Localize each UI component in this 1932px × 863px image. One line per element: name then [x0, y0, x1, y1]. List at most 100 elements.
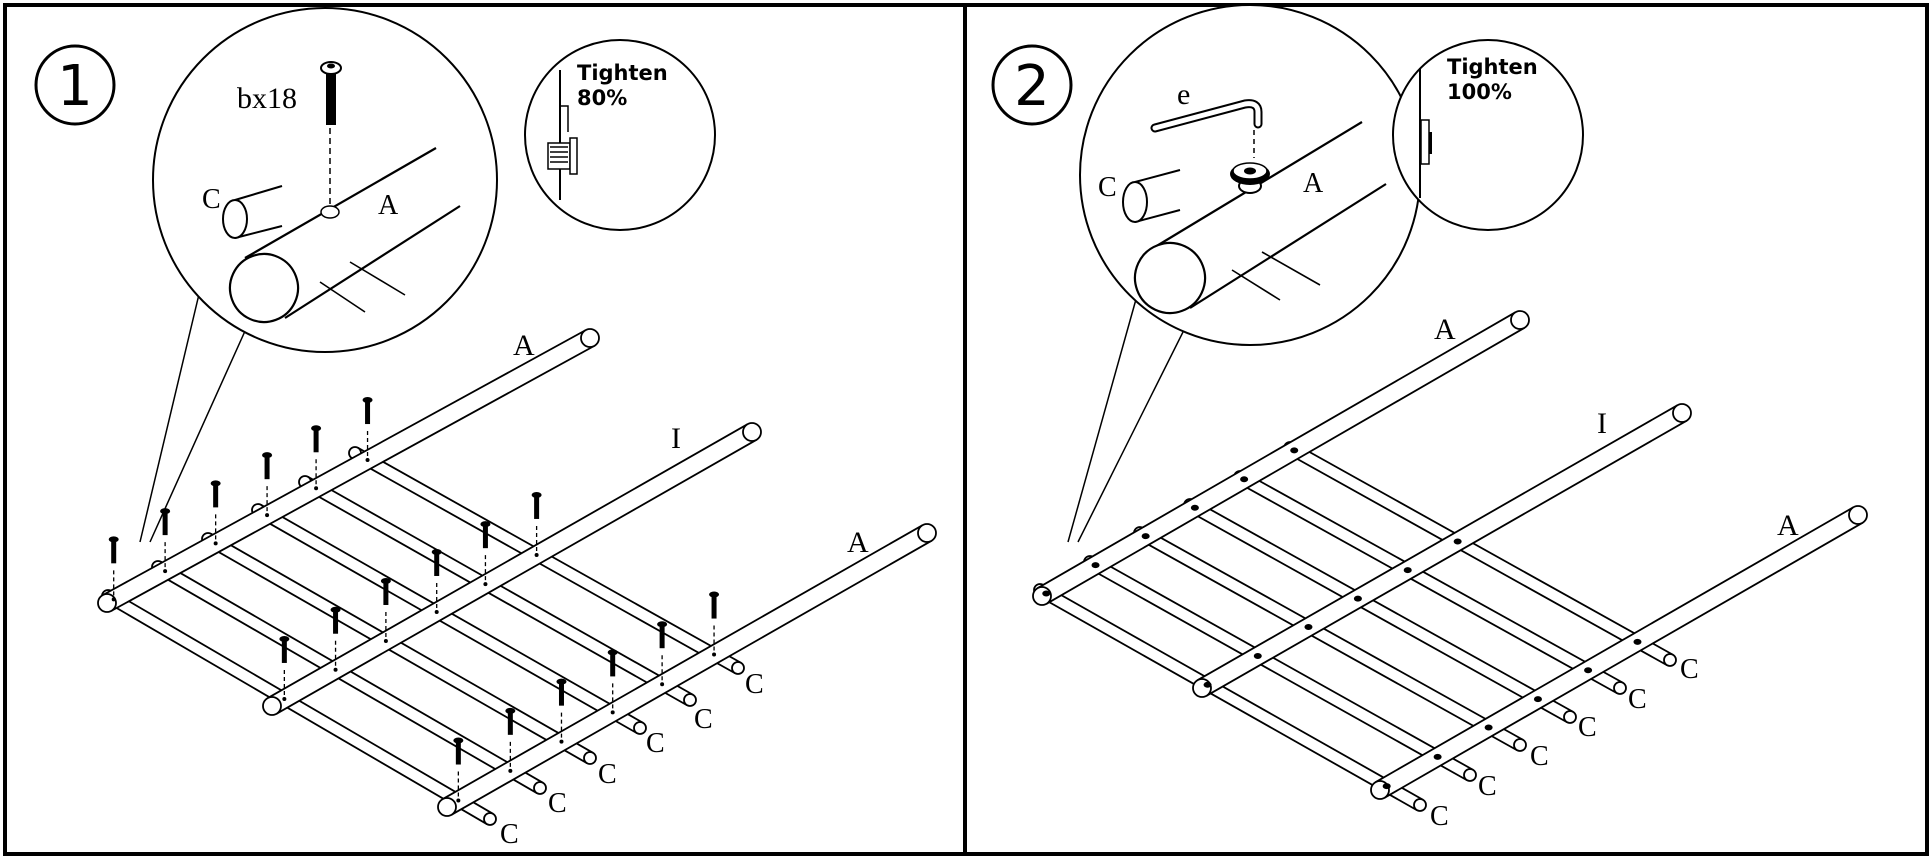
- part-label-a: A: [1777, 509, 1799, 542]
- detail-label-c: C: [1098, 172, 1117, 203]
- bolt-icon: [480, 521, 491, 587]
- callout-line: [139, 289, 201, 543]
- callout-line: [1077, 317, 1191, 543]
- bolt-head-icon: [1230, 162, 1270, 194]
- step-number-circle: [991, 44, 1073, 126]
- detail-tube-a: [228, 147, 461, 324]
- bolt-icon: [709, 591, 720, 657]
- rung-tube: [298, 475, 697, 707]
- bolt-head-icon: [1203, 681, 1212, 688]
- bolt-head-icon: [1433, 753, 1442, 760]
- tighten-percent: 100%: [1447, 80, 1512, 104]
- rung-label-c: C: [1530, 741, 1549, 772]
- rung-label-c: C: [500, 819, 519, 850]
- bolt-head-icon: [1382, 783, 1391, 790]
- bolt-head-icon: [1533, 696, 1542, 703]
- bolt-icon: [210, 480, 221, 546]
- detail-tube-c: [1122, 169, 1181, 223]
- bolt-head-icon: [1290, 447, 1299, 454]
- detail-hole: [320, 205, 340, 219]
- step-1-panel: 1: [34, 7, 937, 850]
- bolt-icon: [160, 508, 171, 574]
- bolt-icon: [607, 649, 618, 715]
- rung-tube: [1133, 526, 1527, 752]
- bolt-icon: [279, 635, 290, 701]
- rung-tube: [1033, 583, 1427, 812]
- detail-tube-c: [222, 185, 283, 239]
- frame-assembly: [97, 328, 937, 826]
- rung-label-c: C: [1578, 712, 1597, 743]
- tighten-label: Tighten: [577, 61, 668, 85]
- part-label-a: A: [513, 329, 535, 362]
- bolt-head-icon: [1190, 504, 1199, 511]
- bolt-head-icon: [1353, 595, 1362, 602]
- rung-tube: [251, 503, 647, 735]
- rung-tube: [1233, 470, 1627, 695]
- rung-label-c: C: [1478, 771, 1497, 802]
- bolt-head-icon: [1253, 653, 1262, 660]
- bolt-icon: [453, 737, 464, 803]
- bolt-head-icon: [1484, 724, 1493, 731]
- rail-tube: [1370, 505, 1868, 800]
- bolt-head-icon: [1304, 623, 1313, 630]
- bolt-head-icon: [1403, 567, 1412, 574]
- tighten-percent: 80%: [577, 86, 627, 110]
- rung-tube: [201, 532, 597, 765]
- flush-bolt-icon: [1420, 119, 1432, 165]
- rung-tube: [151, 560, 547, 795]
- bolt-icon: [431, 548, 442, 614]
- rung-tube: [1183, 498, 1577, 724]
- rung-label-c: C: [598, 759, 617, 790]
- step-number: 1: [57, 54, 93, 119]
- bolt-head-icon: [1091, 562, 1100, 569]
- bolt-icon: [531, 491, 542, 557]
- bolt-icon: [262, 452, 273, 518]
- callout-line: [1067, 284, 1141, 543]
- tool-label: e: [1177, 78, 1190, 111]
- partial-bolt-icon: [547, 137, 578, 175]
- tighten-label: Tighten: [1447, 55, 1538, 79]
- bolt-head-icon: [1633, 638, 1642, 645]
- bolt-head-icon: [1584, 667, 1593, 674]
- part-label-i: I: [671, 422, 681, 455]
- step-number: 2: [1014, 54, 1050, 119]
- bolt-icon: [362, 397, 373, 463]
- bolt-icon: [108, 536, 119, 602]
- rung-label-c: C: [1628, 684, 1647, 715]
- step-number-circle: [34, 44, 116, 126]
- inset-circle: [1392, 39, 1584, 231]
- callout-line: [149, 319, 251, 543]
- bolt-icon: [505, 707, 516, 773]
- step-2-panel: 2: [991, 4, 1868, 832]
- allen-key-icon: [1150, 99, 1263, 133]
- part-label-a: A: [847, 526, 869, 559]
- step-1-badge: 1: [34, 44, 116, 126]
- bolt-icon: [330, 606, 341, 672]
- bolt-icon: [311, 425, 322, 491]
- rung-tube: [101, 589, 497, 826]
- detail-magnifier: e C A: [1079, 4, 1421, 346]
- part-label-i: I: [1597, 407, 1607, 440]
- rail-tube: [1192, 403, 1692, 698]
- tighten-inset: Tighten 80%: [524, 39, 716, 231]
- bolt-icon: [556, 678, 567, 744]
- bolt-head-icon: [1141, 533, 1150, 540]
- rung-label-c: C: [1680, 654, 1699, 685]
- rung-label-c: C: [646, 728, 665, 759]
- rung-label-c: C: [745, 669, 764, 700]
- rung-tube: [1083, 555, 1477, 782]
- bolt-icon: [380, 577, 391, 643]
- part-label-a: A: [1434, 313, 1456, 346]
- hardware-label: bx18: [237, 82, 297, 115]
- tighten-inset: Tighten 100%: [1392, 39, 1584, 231]
- inset-circle: [524, 39, 716, 231]
- bolt-icon: [657, 621, 668, 687]
- rail-tube: [1032, 310, 1530, 606]
- detail-label-c: C: [202, 184, 221, 215]
- frame-assembly: [1032, 310, 1868, 812]
- rung-label-c: C: [694, 704, 713, 735]
- bolt-head-icon: [1453, 538, 1462, 545]
- detail-magnifier: bx18 C A: [152, 7, 498, 353]
